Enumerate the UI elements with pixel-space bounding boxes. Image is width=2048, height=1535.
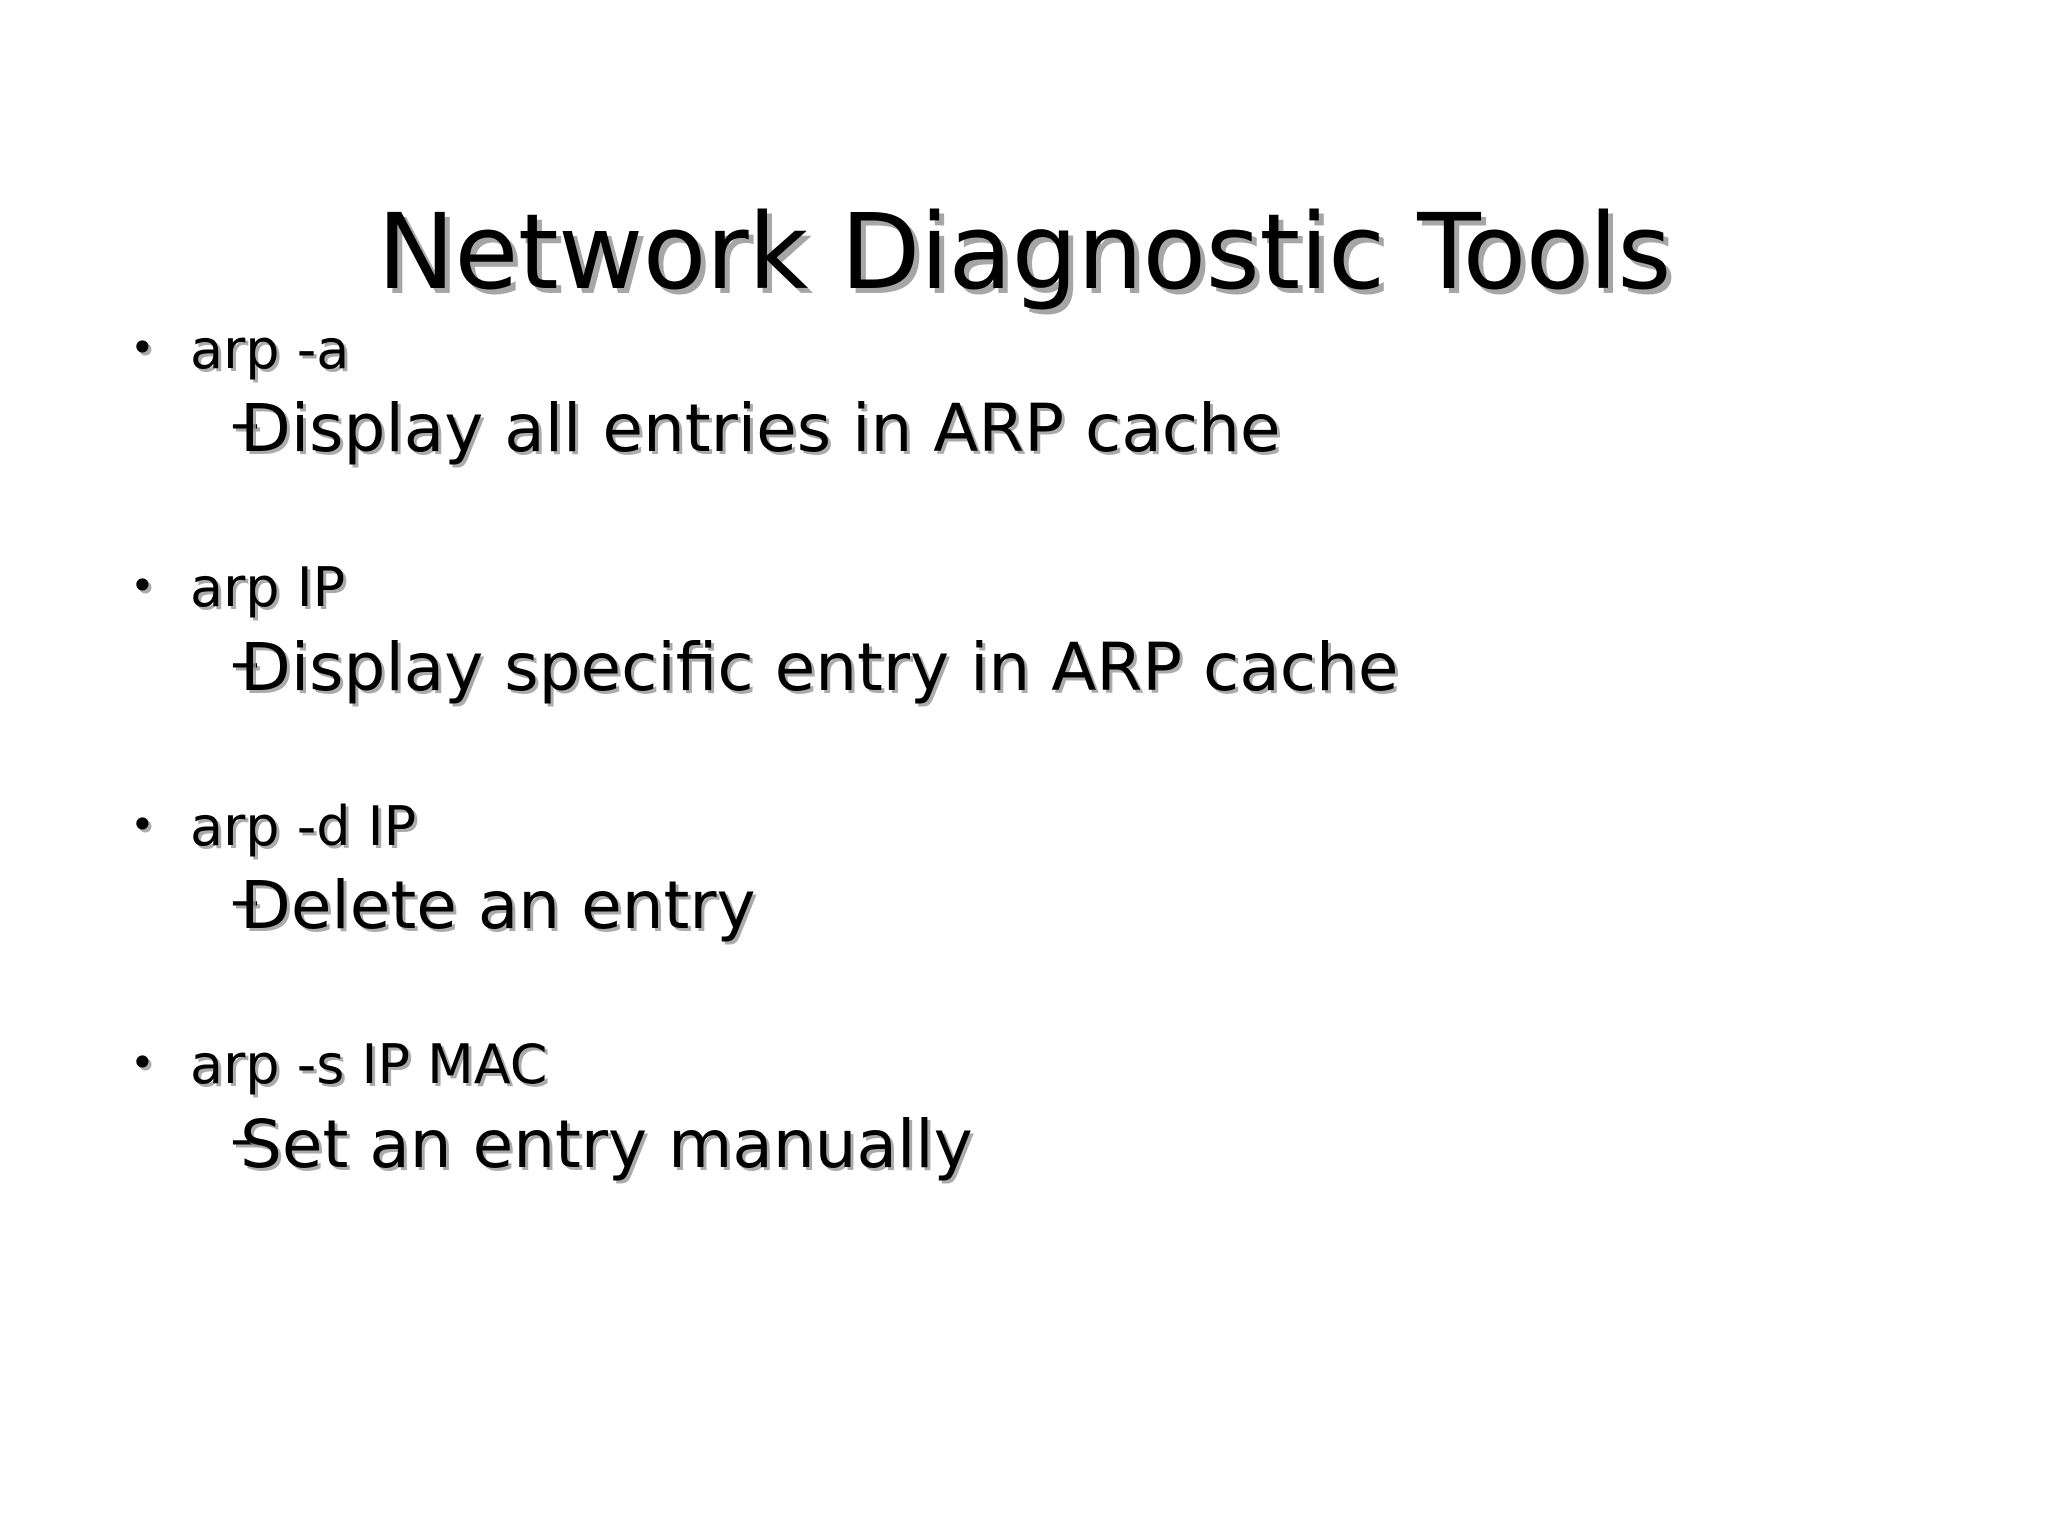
bullet-level1: • arp IP xyxy=(118,556,1978,620)
description-text: Delete an entry xyxy=(240,867,756,945)
description-text: Display all entries in ARP cache xyxy=(240,390,1281,468)
bullet-level1: • arp -a xyxy=(118,318,1978,381)
description-text: Set an entry manually xyxy=(240,1105,973,1183)
bullet-list: • arp -a – Display all entries in ARP ca… xyxy=(118,318,1978,1183)
list-item: • arp -s IP MAC – Set an entry manually xyxy=(118,1033,1978,1183)
bullet-dot-icon: • xyxy=(130,561,155,611)
list-item: • arp IP – Display specific entry in ARP… xyxy=(118,556,1978,706)
command-text: arp IP xyxy=(190,556,346,620)
bullet-dot-icon: • xyxy=(130,1038,155,1088)
command-text: arp -s IP MAC xyxy=(190,1033,548,1097)
bullet-level1: • arp -d IP xyxy=(118,794,1978,858)
bullet-dot-icon: • xyxy=(130,323,155,372)
bullet-dash-icon: – xyxy=(230,626,260,697)
bullet-dash-icon: – xyxy=(230,1103,260,1174)
bullet-dot-icon: • xyxy=(130,799,155,849)
page-title: Network Diagnostic Tools xyxy=(377,190,1671,313)
command-text: arp -a xyxy=(190,318,350,381)
bullet-level2: – Delete an entry xyxy=(118,869,1978,943)
command-text: arp -d IP xyxy=(190,794,417,858)
bullet-dash-icon: – xyxy=(230,865,260,936)
bullet-dash-icon: – xyxy=(230,388,260,459)
list-item: • arp -d IP – Delete an entry xyxy=(118,794,1978,943)
bullet-level1: • arp -s IP MAC xyxy=(118,1033,1978,1097)
bullet-level2: – Set an entry manually xyxy=(118,1103,1978,1183)
description-text: Display specific entry in ARP cache xyxy=(240,628,1399,706)
list-item: • arp -a – Display all entries in ARP ca… xyxy=(118,318,1978,466)
bullet-level2: – Display all entries in ARP cache xyxy=(118,392,1978,466)
bullet-level2: – Display specific entry in ARP cache xyxy=(118,626,1978,706)
